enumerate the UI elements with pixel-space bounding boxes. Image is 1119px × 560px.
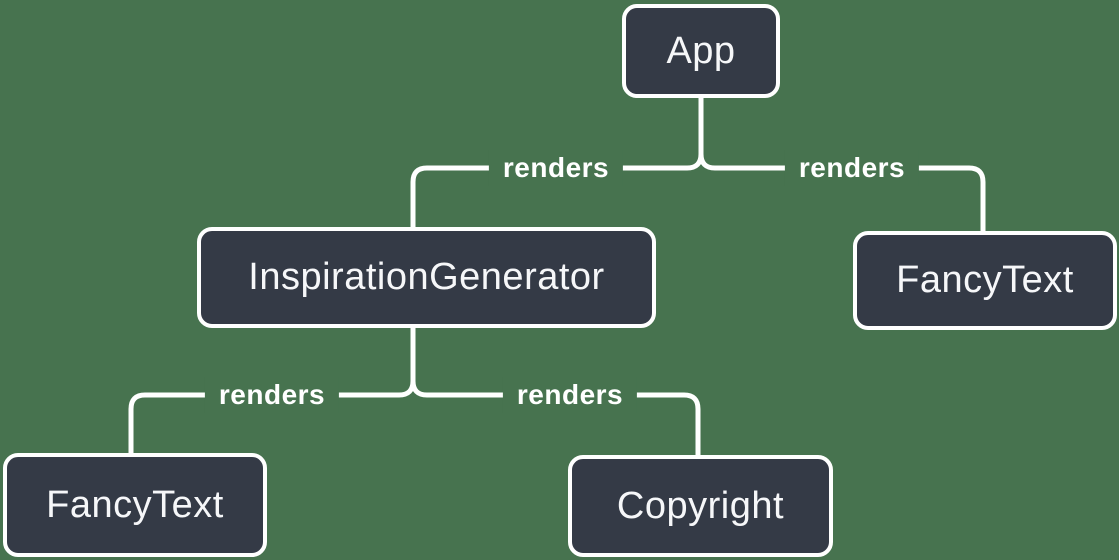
edge-label-renders-inspirationgenerator-fancytext: renders xyxy=(204,377,340,413)
edge-label-renders-inspirationgenerator-copyright: renders xyxy=(502,377,638,413)
node-inspiration-generator: InspirationGenerator xyxy=(197,227,656,328)
node-app: App xyxy=(622,4,780,98)
node-fancytext-bottom-left: FancyText xyxy=(3,453,267,557)
node-copyright: Copyright xyxy=(568,455,833,557)
node-fancytext-right: FancyText xyxy=(853,231,1117,330)
edge-label-renders-app-inspirationgenerator: renders xyxy=(488,150,624,186)
edge-label-renders-app-fancytext: renders xyxy=(784,150,920,186)
